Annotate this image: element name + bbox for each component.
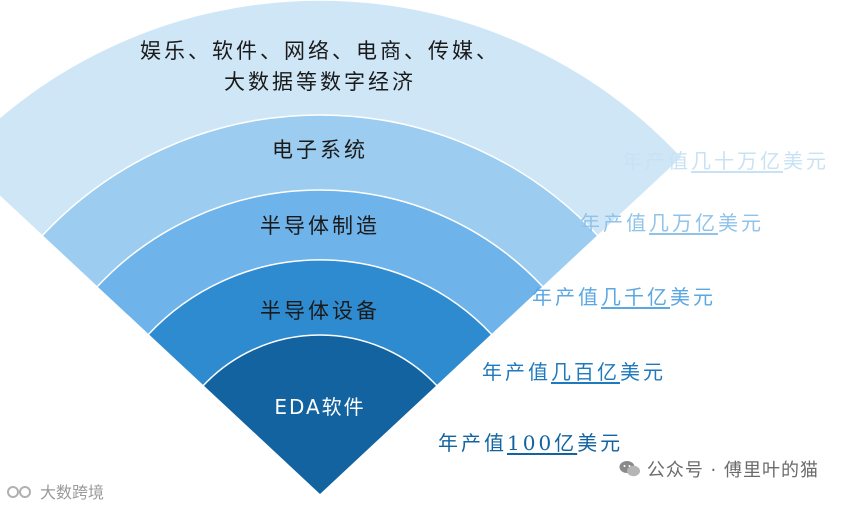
value-amount: 100亿 (507, 431, 578, 455)
layer-label-eda-software: EDA软件 (274, 395, 366, 419)
layer-label-digital-economy-line2: 大数据等数字经济 (224, 70, 416, 94)
value-label-eda-software: 年产值100亿美元 (438, 427, 623, 456)
value-label-electronic-systems: 年产值几万亿美元 (580, 207, 764, 236)
value-prefix: 年产值 (438, 431, 507, 455)
watermark-wechat-text: 公众号 · 傅里叶的猫 (646, 460, 819, 481)
value-prefix: 年产值 (532, 285, 601, 309)
value-suffix: 美元 (577, 431, 624, 455)
value-suffix: 美元 (620, 360, 666, 384)
watermark-source-text: 大数跨境 (40, 483, 105, 502)
wechat-icon (619, 461, 640, 477)
value-label-digital-economy: 年产值几十万亿美元 (622, 145, 829, 174)
layer-label-semiconductor-equipment: 半导体设备 (260, 299, 380, 323)
value-label-semiconductor-manufacturing: 年产值几千亿美元 (532, 281, 716, 310)
layer-eda-software (201, 334, 439, 497)
value-amount: 几十万亿 (691, 149, 783, 173)
layer-label-semiconductor-manufacturing: 半导体制造 (260, 214, 380, 238)
value-amount: 几万亿 (649, 211, 718, 235)
value-amount: 几千亿 (601, 285, 670, 309)
value-prefix: 年产值 (482, 360, 551, 384)
watermark-wechat: 公众号 · 傅里叶的猫 (619, 456, 819, 482)
layer-label-digital-economy-line1: 娱乐、软件、网络、电商、传媒、 (140, 39, 500, 63)
logo-icon (7, 486, 31, 498)
value-prefix: 年产值 (622, 149, 691, 173)
value-amount: 几百亿 (551, 360, 620, 384)
value-prefix: 年产值 (580, 211, 649, 235)
value-suffix: 美元 (718, 211, 764, 235)
layer-label-digital-economy: 娱乐、软件、网络、电商、传媒、 大数据等数字经济 (130, 36, 510, 98)
watermark-source: 大数跨境 (6, 479, 104, 503)
layer-label-electronic-systems: 电子系统 (272, 138, 368, 162)
value-suffix: 美元 (783, 149, 829, 173)
value-suffix: 美元 (670, 285, 716, 309)
value-label-semiconductor-equipment: 年产值几百亿美元 (482, 356, 666, 385)
